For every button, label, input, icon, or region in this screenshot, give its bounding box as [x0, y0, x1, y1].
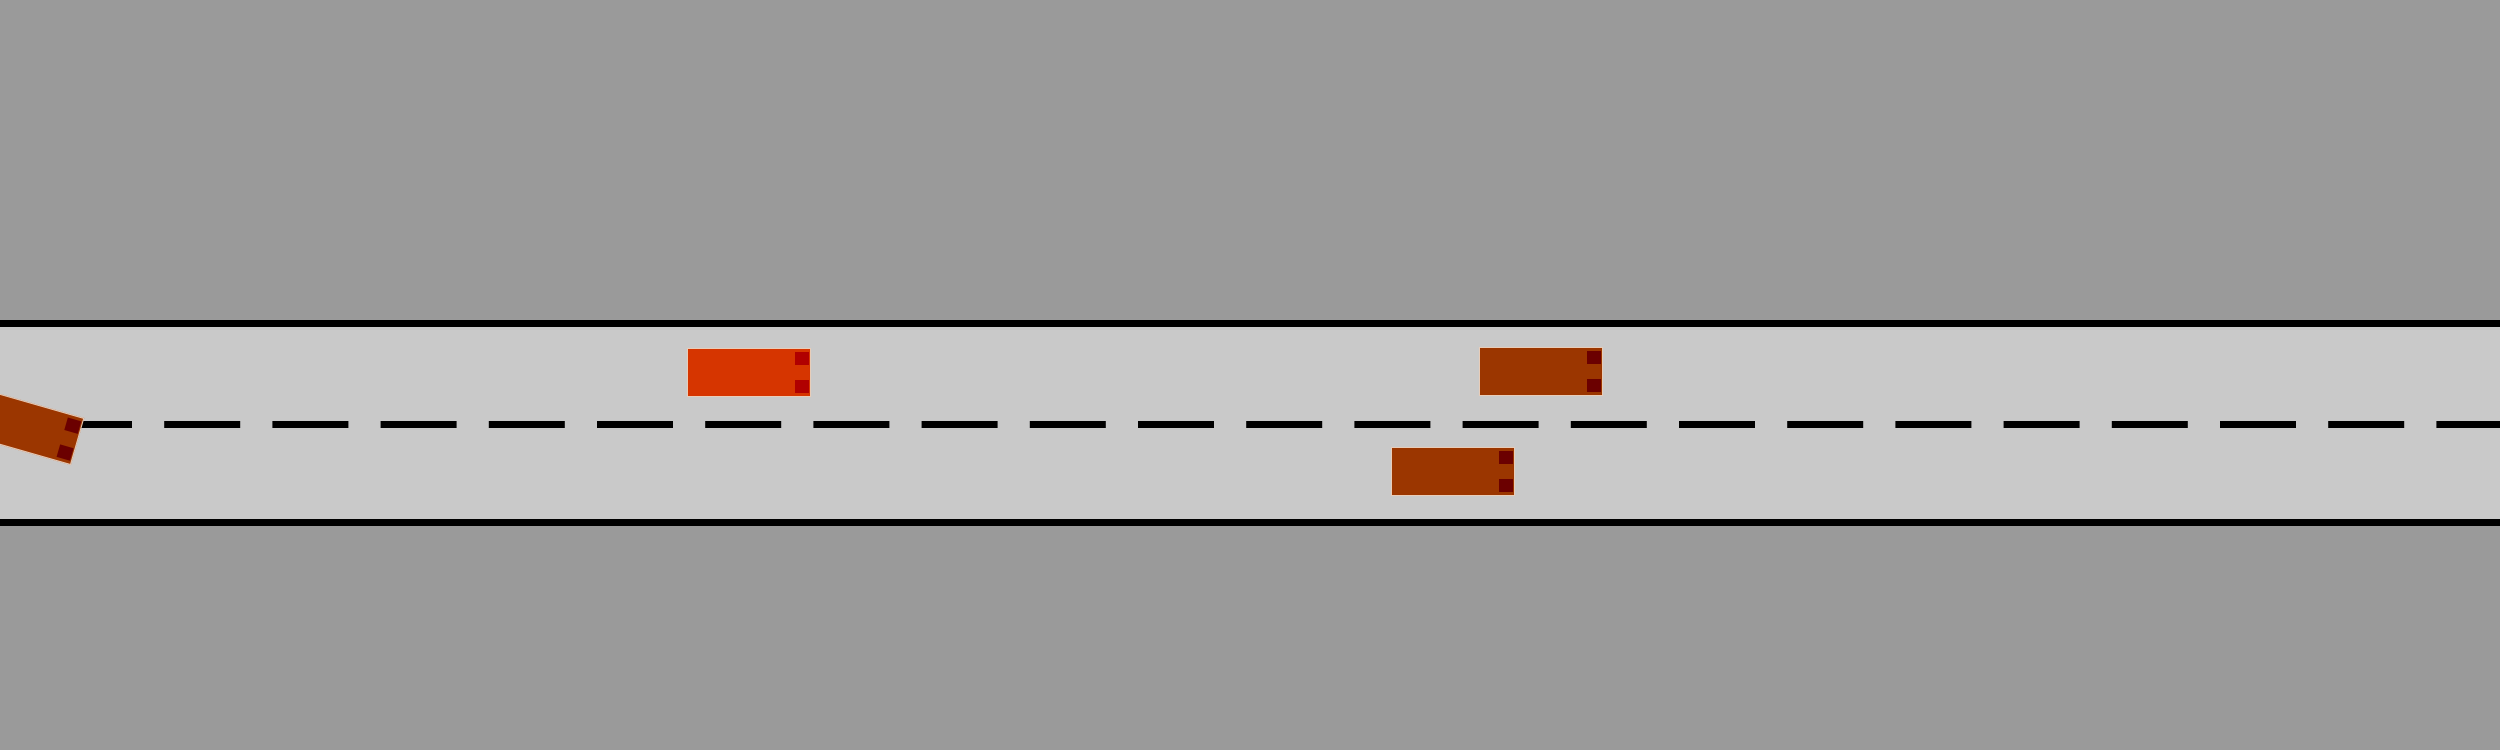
vehicle-light-top: [1587, 351, 1601, 364]
lane-dash: [272, 421, 349, 428]
lane-dash: [705, 421, 782, 428]
other-vehicle-upper-lane: [1479, 347, 1603, 396]
lane-dash: [1462, 421, 1539, 428]
lane-dash: [1570, 421, 1647, 428]
lane-dash: [1138, 421, 1214, 428]
vehicle-light-bottom: [1499, 479, 1513, 492]
lane-dash: [2003, 421, 2080, 428]
vehicle-rear-stripe: [1499, 468, 1513, 475]
lane-dash: [2220, 421, 2296, 428]
lane-dash: [813, 421, 890, 428]
lane-dash: [2436, 421, 2500, 428]
other-vehicle-lower-lane: [1391, 447, 1515, 496]
lane-dash: [1787, 421, 1864, 428]
vehicle-light-top: [1499, 451, 1513, 464]
lane-dash: [921, 421, 998, 428]
lane-dash: [1029, 421, 1106, 428]
ego-rear-stripe: [795, 369, 809, 376]
road-edge-bottom: [0, 519, 2500, 526]
ego-tail-light-top: [795, 352, 809, 365]
lane-dash: [164, 421, 241, 428]
lane-dash: [2111, 421, 2188, 428]
vehicle-light-bottom: [56, 444, 74, 461]
vehicle-light-top: [64, 417, 82, 434]
lane-dash: [1354, 421, 1431, 428]
ego-vehicle: [687, 348, 811, 397]
lane-dash: [56, 421, 132, 428]
ego-tail-light-bottom: [795, 380, 809, 393]
lane-dash: [1895, 421, 1972, 428]
lane-dash: [380, 421, 457, 428]
lane-dash: [488, 421, 565, 428]
vehicle-rear-stripe: [61, 433, 77, 445]
lane-dash: [2328, 421, 2405, 428]
lane-dash: [1246, 421, 1323, 428]
lane-dash: [1679, 421, 1755, 428]
lane-dash: [597, 421, 673, 428]
road-edge-top: [0, 320, 2500, 327]
vehicle-rear-stripe: [1587, 368, 1601, 375]
vehicle-light-bottom: [1587, 379, 1601, 392]
